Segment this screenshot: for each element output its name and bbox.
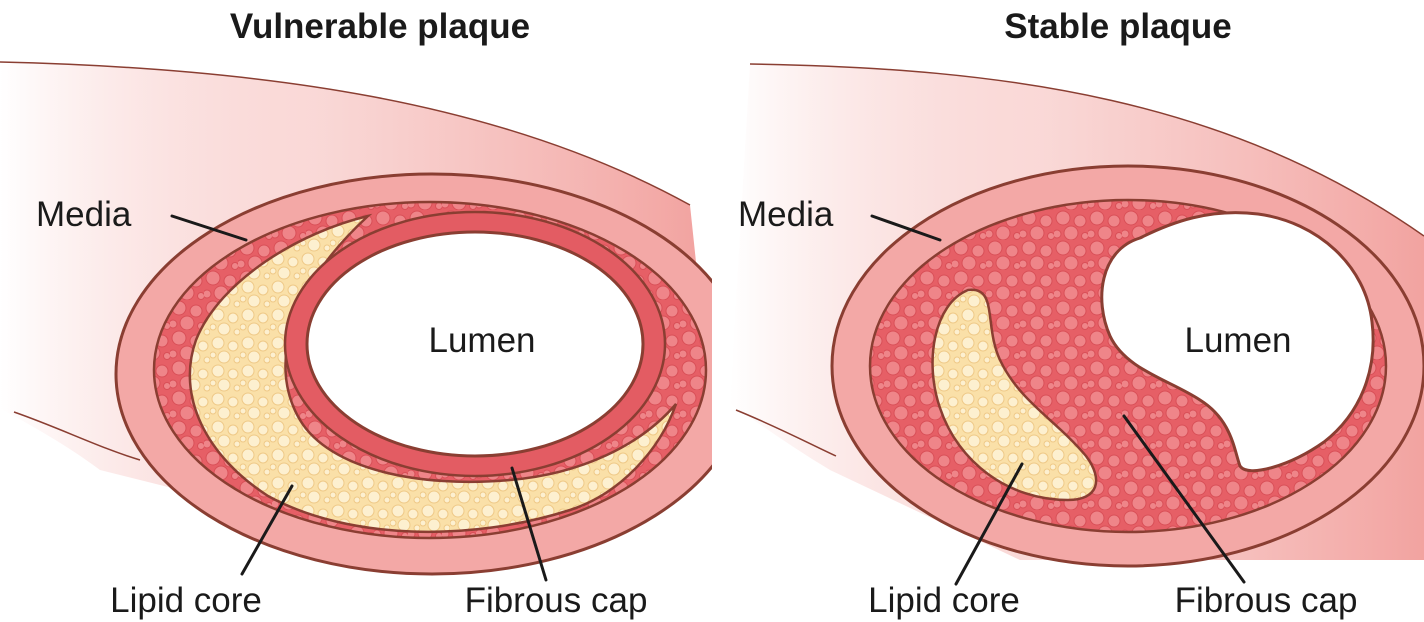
lumen-label-right: Lumen	[1184, 321, 1291, 360]
vulnerable-plaque-title: Vulnerable plaque	[230, 7, 530, 46]
lipid-core-label-left: Lipid core	[110, 581, 262, 620]
fibrous-cap-label-right: Fibrous cap	[1175, 581, 1358, 620]
fibrous-cap-label-left: Fibrous cap	[465, 581, 648, 620]
lumen-label-left: Lumen	[428, 321, 535, 360]
stable-plaque-panel	[730, 64, 1424, 584]
media-label-right: Media	[738, 195, 834, 234]
stable-plaque-title: Stable plaque	[1004, 7, 1232, 46]
lipid-core-label-right: Lipid core	[868, 581, 1020, 620]
vulnerable-plaque-panel	[0, 62, 748, 580]
media-label-left: Media	[36, 195, 132, 234]
